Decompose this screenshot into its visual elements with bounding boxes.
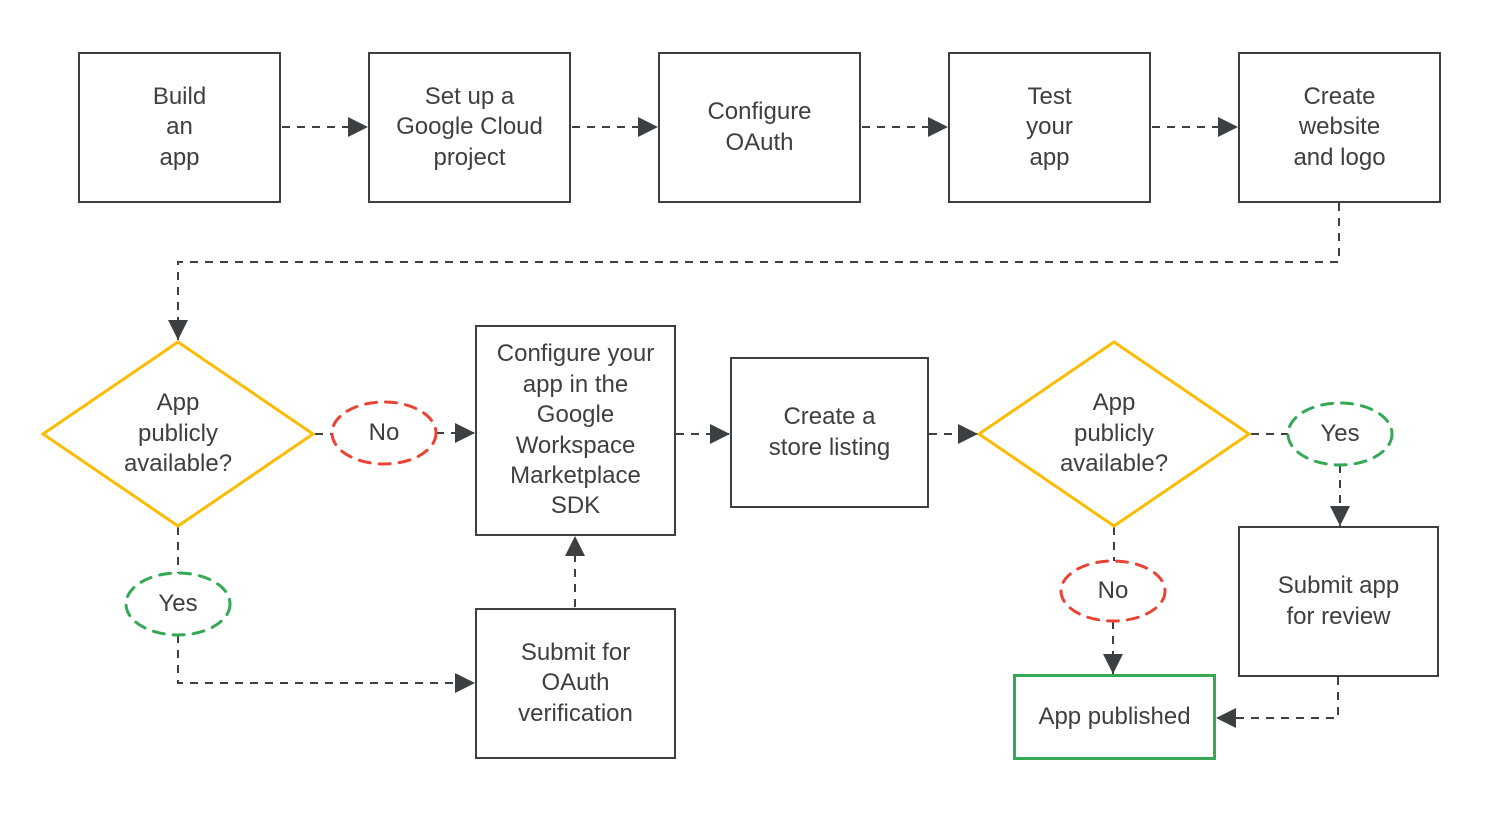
no-label-1: No — [368, 418, 400, 446]
node-configure-oauth: Configure OAuth — [658, 52, 861, 203]
connector-website-to-decision1 — [168, 203, 1340, 340]
no-oval-1 — [330, 400, 438, 466]
node-configure-marketplace-sdk: Configure your app in the Google Workspa… — [475, 325, 676, 536]
connector-yes1-to-submit-oauth — [177, 635, 475, 693]
yes-oval-2 — [1286, 401, 1394, 467]
no-label-2: No — [1097, 576, 1129, 604]
node-create-website-and-logo: Create website and logo — [1238, 52, 1441, 203]
node-submit-app-for-review: Submit app for review — [1238, 526, 1439, 677]
node-app-published: App published — [1013, 674, 1216, 760]
decision-diamond-public-1 — [40, 340, 316, 528]
node-test-your-app: Test your app — [948, 52, 1151, 203]
node-build-an-app: Build an app — [78, 52, 281, 203]
node-create-store-listing: Create a store listing — [730, 357, 929, 508]
decision-diamond-public-2 — [976, 340, 1252, 528]
yes-oval-1 — [124, 571, 232, 637]
yes-label-2: Yes — [1320, 419, 1360, 447]
decision-label-public-2: App publicly available? — [1059, 389, 1169, 478]
node-setup-google-cloud-project: Set up a Google Cloud project — [368, 52, 571, 203]
no-oval-2 — [1059, 559, 1167, 623]
yes-label-1: Yes — [158, 589, 198, 617]
node-submit-oauth-verification: Submit for OAuth verification — [475, 608, 676, 759]
connector-submit-review-to-app-published — [1216, 677, 1339, 728]
decision-label-public-1: App publicly available? — [123, 389, 233, 478]
